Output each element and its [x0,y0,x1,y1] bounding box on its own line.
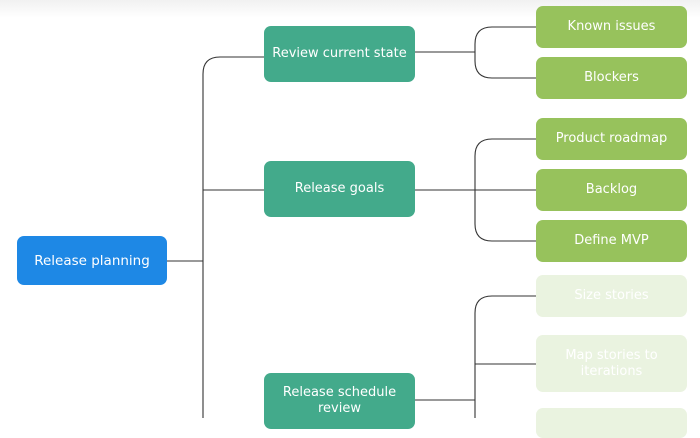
leaf-node-label: Map stories to iterations [565,347,658,379]
branch-node-release-goals[interactable]: Release goals [264,161,415,217]
branch-node-label: Release goals [294,181,385,196]
leaf-node-blockers[interactable]: Blockers [536,57,687,99]
top-bar [0,0,700,18]
connector-lines [167,26,536,418]
branch-node-review-current-state[interactable]: Review current state [264,26,415,82]
connector-branch-2-leaves [415,138,536,242]
root-node-release-planning[interactable]: Release planning [17,236,167,285]
leaf-node-known-issues[interactable]: Known issues [536,6,687,48]
leaf-node-define-mvp[interactable]: Define MVP [536,220,687,262]
leaf-node-label: Known issues [567,19,656,34]
connector-branch-3-leaves [415,295,536,418]
leaf-node-label: Define MVP [574,233,649,248]
leaf-node-label: Backlog [585,182,638,197]
leaf-node-label: Blockers [584,70,639,85]
connector-branch-1-leaves [415,26,536,79]
branch-node-release-schedule-review[interactable]: Release schedule review [264,373,415,429]
root-node-label: Release planning [34,252,150,269]
leaf-node-product-roadmap[interactable]: Product roadmap [536,118,687,160]
leaf-node-label: Size stories [574,288,649,303]
leaf-node-backlog[interactable]: Backlog [536,169,687,211]
leaf-node-partial[interactable] [536,408,687,438]
connector-root-to-branches [167,56,264,418]
leaf-node-size-stories[interactable]: Size stories [536,275,687,317]
branch-node-label: Release schedule review [282,385,397,416]
leaf-node-map-stories-to-iterations[interactable]: Map stories to iterations [536,335,687,392]
leaf-node-label: Product roadmap [555,131,668,146]
branch-node-label: Review current state [272,46,407,61]
